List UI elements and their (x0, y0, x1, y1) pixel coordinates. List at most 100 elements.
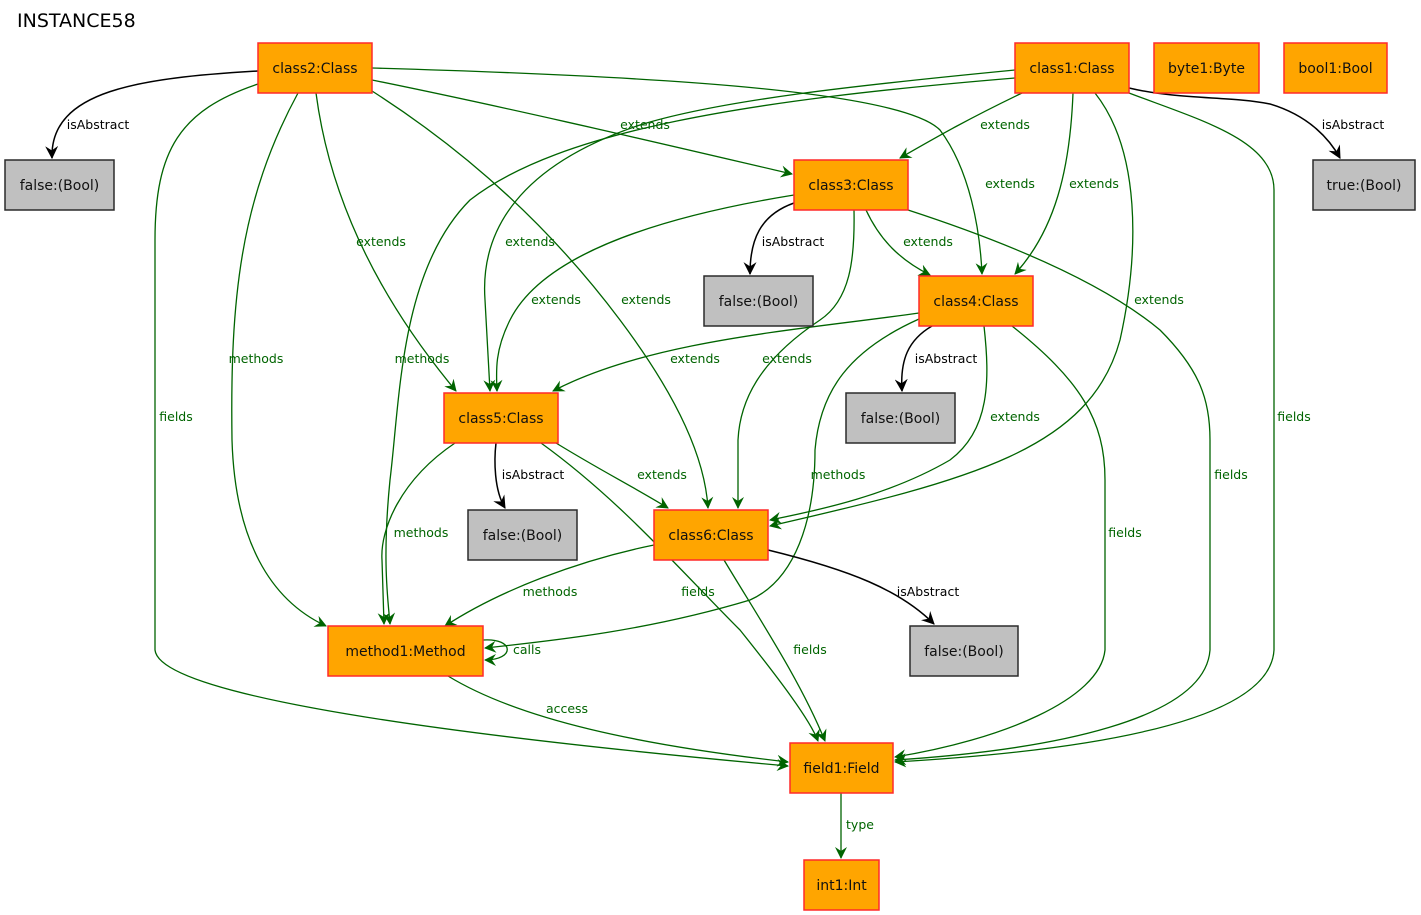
value-node-box[interactable] (1312, 159, 1416, 211)
edge-label: isAbstract (915, 351, 978, 366)
node-byte1[interactable]: byte1:Byte (1153, 42, 1260, 94)
node-class4[interactable]: class4:Class (918, 275, 1034, 327)
edge-label: extends (985, 176, 1035, 191)
node-class3[interactable]: class3:Class (793, 159, 909, 211)
edge-line (484, 318, 920, 653)
edge-line (1014, 92, 1074, 275)
object-node-box[interactable] (1283, 42, 1388, 94)
edge-label: fields (681, 584, 714, 599)
edge-line (894, 209, 1211, 766)
node-label: false:(Bool) (719, 294, 799, 310)
value-node-box[interactable] (703, 275, 814, 327)
edge-class1-class4-extends: extends (1014, 92, 1119, 275)
nodes-layer: class2:Class class1:Class byte1:Byte bool1:… (4, 42, 1416, 911)
node-bool1[interactable]: bool1:Bool (1283, 42, 1388, 94)
node-class1[interactable]: class1:Class (1014, 42, 1130, 94)
edge-label: extends (531, 292, 581, 307)
node-label: bool1:Bool (1298, 61, 1372, 77)
edge-class3-class6-extends: extends (732, 209, 855, 509)
edge-line (154, 83, 789, 771)
edge-line (371, 79, 793, 178)
edge-line (383, 77, 1016, 625)
edge-line (371, 90, 714, 509)
edge-label: fields (1108, 525, 1141, 540)
node-class5[interactable]: class5:Class (443, 392, 559, 444)
node-field1[interactable]: field1:Field (789, 742, 894, 794)
edge-field1-int1-type: type (835, 793, 874, 859)
edge-label: isAbstract (67, 117, 130, 132)
object-node-box[interactable] (257, 42, 373, 94)
edge-line (552, 312, 920, 392)
edge-class2-class6-extends: extends (371, 90, 714, 509)
edge-label: type (846, 817, 874, 832)
edge-class3-false_c3-isAbstract: isAbstract (743, 202, 824, 276)
node-method1[interactable]: method1:Method (327, 625, 484, 677)
node-label: class5:Class (458, 411, 543, 427)
node-int1[interactable]: int1:Int (803, 859, 880, 911)
object-node-box[interactable] (327, 625, 484, 677)
diagram-title: INSTANCE58 (17, 10, 136, 32)
object-node-box[interactable] (653, 509, 769, 561)
edge-class4-class5-extends: extends (552, 312, 920, 392)
edge-line (45, 70, 259, 160)
edge-line (555, 442, 669, 509)
edge-class2-method1-methods: methods (229, 92, 327, 627)
edge-label: fields (1277, 409, 1310, 424)
value-node-box[interactable] (845, 392, 956, 444)
edge-class2-false_c2-isAbstract: isAbstract (45, 70, 259, 160)
edge-label: extends (762, 351, 812, 366)
object-node-box[interactable] (803, 859, 880, 911)
edge-line (743, 202, 795, 276)
node-class6[interactable]: class6:Class (653, 509, 769, 561)
edge-label: extends (670, 351, 720, 366)
edge-class1-true_c1-isAbstract: isAbstract (1128, 87, 1384, 159)
edge-line (894, 325, 933, 393)
object-node-box[interactable] (793, 159, 909, 211)
edge-class5-field1-fields: fields (540, 442, 820, 742)
edge-class3-class5-extends: extends (490, 194, 795, 392)
node-true_c1[interactable]: true:(Bool) (1312, 159, 1416, 211)
node-false_c3[interactable]: false:(Bool) (703, 275, 814, 327)
value-node-box[interactable] (467, 509, 578, 561)
node-label: class3:Class (808, 178, 893, 194)
node-label: true:(Bool) (1327, 178, 1402, 194)
edge-label: methods (229, 351, 284, 366)
node-false_c6[interactable]: false:(Bool) (909, 625, 1019, 677)
object-node-box[interactable] (443, 392, 559, 444)
object-node-box[interactable] (918, 275, 1034, 327)
node-false_c4[interactable]: false:(Bool) (845, 392, 956, 444)
edge-label: extends (620, 117, 670, 132)
edge-line (371, 67, 988, 275)
node-false_c5[interactable]: false:(Bool) (467, 509, 578, 561)
node-label: class1:Class (1029, 61, 1114, 77)
edge-class2-class4-extends: extends (371, 67, 1035, 275)
node-false_c2[interactable]: false:(Bool) (4, 159, 115, 211)
node-label: byte1:Byte (1168, 61, 1245, 77)
edge-class3-class4-extends: extends (865, 209, 953, 276)
edge-class1-class5-extends: extends (483, 69, 1016, 392)
edge-class4-method1-methods: methods (484, 318, 920, 653)
edge-line (1128, 87, 1341, 159)
edge-label: methods (811, 467, 866, 482)
edge-line (769, 92, 1134, 530)
edge-class5-class6-extends: extends (555, 442, 687, 509)
value-node-box[interactable] (4, 159, 115, 211)
object-node-box[interactable] (789, 742, 894, 794)
node-class2[interactable]: class2:Class (257, 42, 373, 94)
edge-class6-field1-fields: fields (723, 559, 827, 742)
node-label: false:(Bool) (483, 528, 563, 544)
edge-line (231, 92, 327, 627)
edge-label: extends (1069, 176, 1119, 191)
edge-class5-method1-methods: methods (377, 442, 456, 625)
edge-class4-class6-extends: extends (769, 325, 1040, 524)
object-node-box[interactable] (1014, 42, 1130, 94)
node-label: int1:Int (816, 878, 867, 894)
edge-label: extends (356, 234, 406, 249)
value-node-box[interactable] (909, 625, 1019, 677)
edge-line (493, 442, 506, 509)
node-label: field1:Field (803, 761, 879, 777)
node-label: method1:Method (345, 644, 465, 660)
edge-label: fields (1214, 467, 1247, 482)
edge-label: methods (523, 584, 578, 599)
object-node-box[interactable] (1153, 42, 1260, 94)
